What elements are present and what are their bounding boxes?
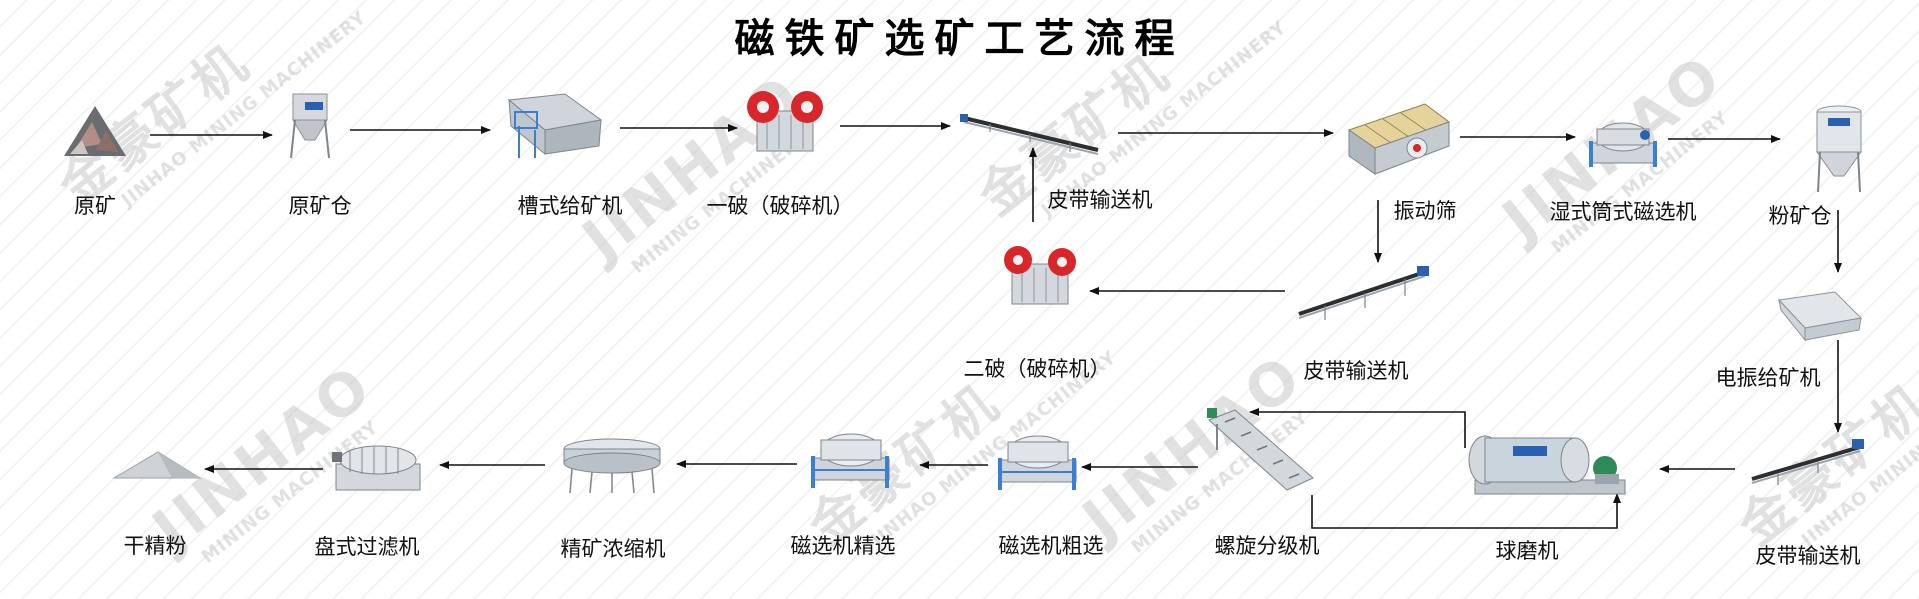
label-mag-fine: 磁选机精选 <box>790 534 896 558</box>
label-thickener: 精矿浓缩机 <box>560 537 666 561</box>
belt-conveyor-2-icon <box>1298 266 1429 320</box>
label-trough-feeder: 槽式给矿机 <box>517 194 623 218</box>
mag-separator-fine-icon <box>811 433 890 488</box>
page-title: 磁铁矿选矿工艺流程 <box>734 16 1185 62</box>
thickener-icon <box>563 438 661 494</box>
label-raw-ore: 原矿 <box>74 194 116 218</box>
label-disc-filter: 盘式过滤机 <box>314 535 420 559</box>
ball-mill-icon <box>1468 435 1626 495</box>
label-raw-ore-bin: 原矿仓 <box>288 194 352 218</box>
label-wet-drum-separator: 湿式筒式磁选机 <box>1549 200 1697 224</box>
label-belt-conveyor-1: 皮带输送机 <box>1047 188 1153 212</box>
belt-conveyor-1-icon <box>960 114 1099 155</box>
belt-conveyor-3-icon <box>1751 439 1864 485</box>
label-belt-conveyor-3: 皮带输送机 <box>1755 544 1861 568</box>
label-mag-rough: 磁选机粗选 <box>998 534 1104 558</box>
secondary-jaw-crusher-icon <box>1004 246 1076 305</box>
wet-drum-separator-icon <box>1589 122 1657 167</box>
label-primary-crusher: 一破（破碎机） <box>706 194 854 218</box>
arrow-classifier-return-ballmill <box>1311 493 1621 529</box>
disc-filter-icon <box>332 445 421 491</box>
raw-ore-pile-icon <box>64 106 126 156</box>
label-ball-mill: 球磨机 <box>1495 539 1559 563</box>
vibrating-screen-icon <box>1347 103 1451 175</box>
label-belt-conveyor-2: 皮带输送机 <box>1303 359 1409 383</box>
raw-ore-bin-icon <box>290 93 330 159</box>
spiral-classifier-icon <box>1207 408 1314 491</box>
label-vibrating-screen: 振动筛 <box>1393 199 1457 223</box>
label-dry-concentrate: 干精粉 <box>123 534 187 558</box>
arrow-ballmill-to-classifier <box>1249 408 1466 448</box>
mag-separator-rough-icon <box>998 435 1077 490</box>
label-spiral-classifier: 螺旋分级机 <box>1214 534 1320 558</box>
label-powder-bin: 粉矿仓 <box>1768 204 1832 228</box>
label-secondary-crusher: 二破（破碎机） <box>963 357 1111 381</box>
dry-concentrate-pile-icon <box>112 451 202 479</box>
label-electro-feeder: 电振给矿机 <box>1715 366 1821 390</box>
powder-ore-bin-icon <box>1816 105 1862 193</box>
trough-feeder-icon <box>507 93 603 158</box>
primary-jaw-crusher-icon <box>747 91 823 152</box>
electro-vibrating-feeder-icon <box>1777 291 1863 342</box>
